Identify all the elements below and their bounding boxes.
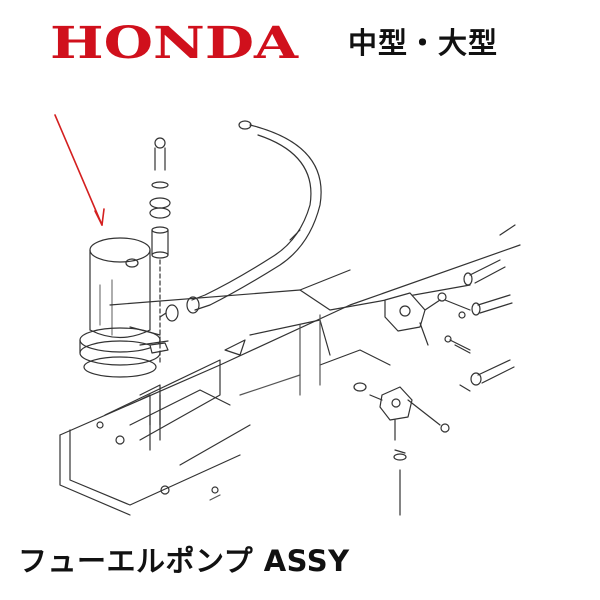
- right-hoses: [459, 224, 516, 392]
- frame-rails: [209, 314, 321, 501]
- parts-diagram: [54, 114, 521, 516]
- size-category-label: 中型・大型: [348, 26, 499, 60]
- honda-logo: HONDA: [50, 18, 299, 66]
- brand-wordmark: HONDA: [50, 18, 299, 66]
- mount-bolt-stack: [149, 137, 171, 366]
- part-name-caption: フューエルポンプ ASSY: [18, 544, 350, 578]
- fuel-hose: [186, 120, 322, 314]
- mounting-bracket: [59, 244, 521, 516]
- pointer-arrow: [54, 114, 105, 226]
- hose-clamp-left: [159, 304, 179, 322]
- fuel-pump-assembly: [79, 237, 169, 378]
- fuel-valve-lower: [353, 382, 450, 441]
- fuel-valve-upper: [384, 292, 471, 346]
- small-bolts: [393, 311, 471, 516]
